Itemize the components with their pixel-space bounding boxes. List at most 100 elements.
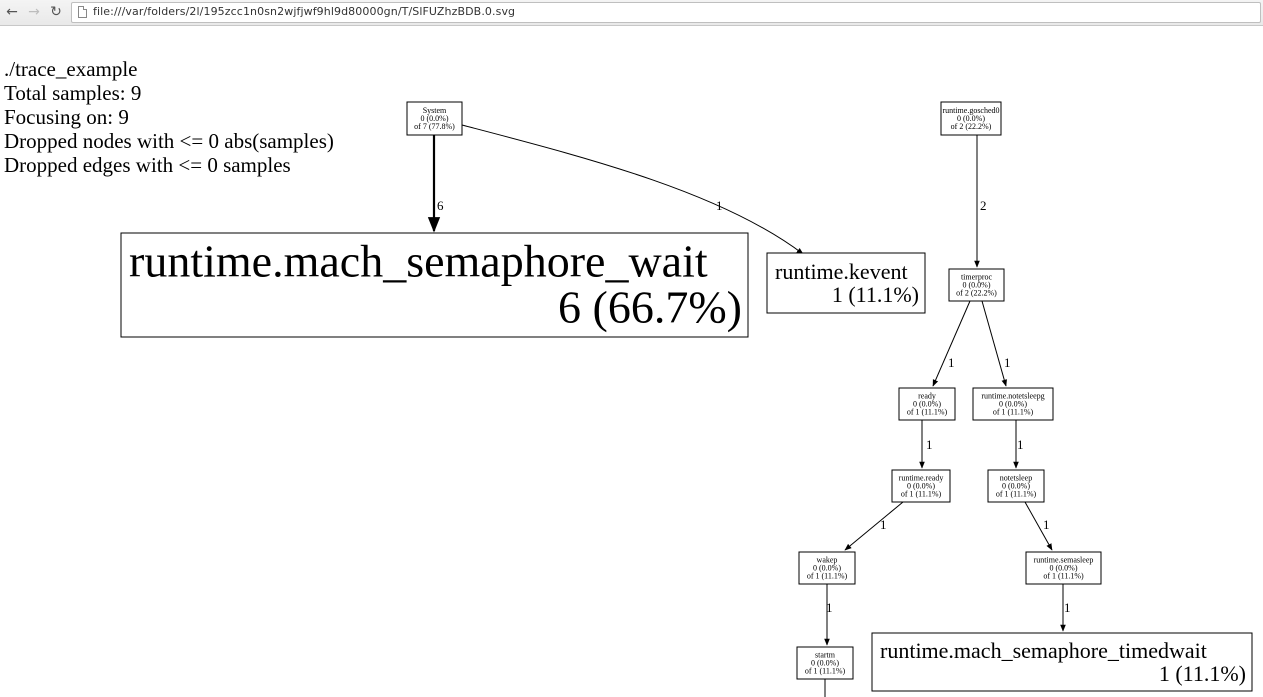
edge-arrow	[932, 300, 971, 387]
node-box	[898, 387, 956, 421]
graph-edge: 6	[427, 135, 444, 233]
edge-label: 1	[716, 198, 723, 213]
node-box	[940, 101, 1002, 136]
arrow-left-icon: ←	[6, 4, 18, 20]
profile-info: ./trace_example Total samples: 9 Focusin…	[4, 57, 334, 177]
node-label-line: 1 (11.1%)	[832, 282, 919, 307]
graph-edge: 1	[1060, 584, 1071, 632]
node-label-line: runtime.notetsleepg	[981, 392, 1044, 401]
node-label-line: runtime.semasleep	[1034, 556, 1094, 565]
node-label-line: runtime.mach_semaphore_timedwait	[880, 638, 1207, 663]
node-label-line: notetsleep	[1000, 474, 1032, 483]
node-label-line: System	[423, 106, 447, 115]
edge-label: 1	[880, 517, 887, 532]
node-label-line: of 1 (11.1%)	[907, 408, 948, 417]
info-line-total-samples: Total samples: 9	[4, 81, 142, 105]
node-label-line: of 1 (11.1%)	[993, 408, 1034, 417]
graph-edge: 2	[974, 135, 987, 268]
arrow-right-icon: →	[28, 4, 40, 20]
node-label-line: 0 (0.0%)	[913, 400, 941, 409]
edge-label: 1	[1017, 437, 1024, 452]
edge-label: 1	[826, 600, 833, 615]
node-label-line: runtime.kevent	[775, 259, 908, 284]
address-bar[interactable]: file:///var/folders/2l/195zcc1n0sn2wjfjw…	[71, 2, 1261, 23]
graph-edge: 1	[919, 420, 933, 469]
edge-arrow	[461, 124, 804, 255]
edge-label: 1	[1064, 600, 1071, 615]
node-box	[120, 232, 749, 338]
info-line-dropped-edges: Dropped edges with <= 0 samples	[4, 153, 291, 177]
node-box	[891, 469, 951, 503]
edge-label: 1	[1043, 517, 1050, 532]
node-label-line: timerproc	[961, 273, 993, 282]
forward-button[interactable]: →	[25, 3, 43, 21]
node-label-line: runtime.gosched0	[942, 106, 999, 115]
node-label-line: of 2 (22.2%)	[951, 122, 992, 131]
node-label-line: of 1 (11.1%)	[996, 490, 1037, 499]
node-box	[871, 632, 1253, 692]
edges-layer: 6 1 2 1 1 1 1 1 1 1 1	[427, 124, 1071, 697]
node-label-line: 0 (0.0%)	[999, 400, 1027, 409]
info-line-dropped-nodes: Dropped nodes with <= 0 abs(samples)	[4, 129, 334, 153]
info-line-focusing: Focusing on: 9	[4, 105, 129, 129]
edge-label: 1	[1004, 355, 1011, 370]
url-text: file:///var/folders/2l/195zcc1n0sn2wjfjw…	[93, 5, 516, 18]
graph-edge: 1	[981, 300, 1011, 387]
edge-label: 1	[948, 355, 955, 370]
node-label-line: 0 (0.0%)	[1002, 482, 1030, 491]
edge-arrow	[1024, 501, 1053, 551]
node-label-line: of 1 (11.1%)	[807, 572, 848, 581]
node-label-line: 0 (0.0%)	[957, 114, 985, 123]
back-button[interactable]: ←	[3, 3, 21, 21]
node-label-line: startm	[815, 651, 836, 660]
node-label-line: 0 (0.0%)	[1050, 564, 1078, 573]
node-box	[798, 551, 856, 585]
node-label-line: 0 (0.0%)	[963, 281, 991, 290]
node-label-line: runtime.mach_semaphore_wait	[129, 236, 708, 287]
node-box	[972, 387, 1054, 421]
edge-label: 1	[926, 437, 933, 452]
reload-button[interactable]: ↻	[47, 3, 65, 21]
node-label-line: of 7 (77.8%)	[414, 122, 455, 131]
node-label-line: 0 (0.0%)	[907, 482, 935, 491]
graph-edge: 1	[844, 501, 904, 551]
graph-edge: 1	[461, 124, 804, 255]
node-box	[796, 646, 854, 680]
node-box	[987, 469, 1045, 503]
node-label-line: of 1 (11.1%)	[901, 490, 942, 499]
graph-edge: 1	[932, 300, 971, 387]
graph-edge: 1	[1013, 420, 1024, 469]
reload-icon: ↻	[50, 4, 62, 20]
node-label-line: wakep	[817, 556, 838, 565]
graph-edge: 1	[1024, 501, 1053, 551]
node-label-line: 0 (0.0%)	[421, 114, 449, 123]
node-label-line: of 1 (11.1%)	[1043, 572, 1084, 581]
graph-edge: 1	[824, 584, 833, 646]
edge-arrow	[844, 501, 904, 551]
browser-toolbar: ← → ↻ file:///var/folders/2l/195zcc1n0sn…	[0, 0, 1263, 26]
node-label-line: 0 (0.0%)	[811, 659, 839, 668]
node-label-line: ready	[918, 392, 936, 401]
edge-arrow	[981, 300, 1007, 387]
node-label-line: runtime.ready	[899, 474, 944, 483]
node-label-line: of 2 (22.2%)	[956, 289, 997, 298]
info-line-program: ./trace_example	[4, 57, 138, 81]
node-box	[406, 101, 463, 136]
node-label-line: 0 (0.0%)	[813, 564, 841, 573]
edge-label: 2	[980, 198, 987, 213]
node-box	[766, 252, 926, 314]
